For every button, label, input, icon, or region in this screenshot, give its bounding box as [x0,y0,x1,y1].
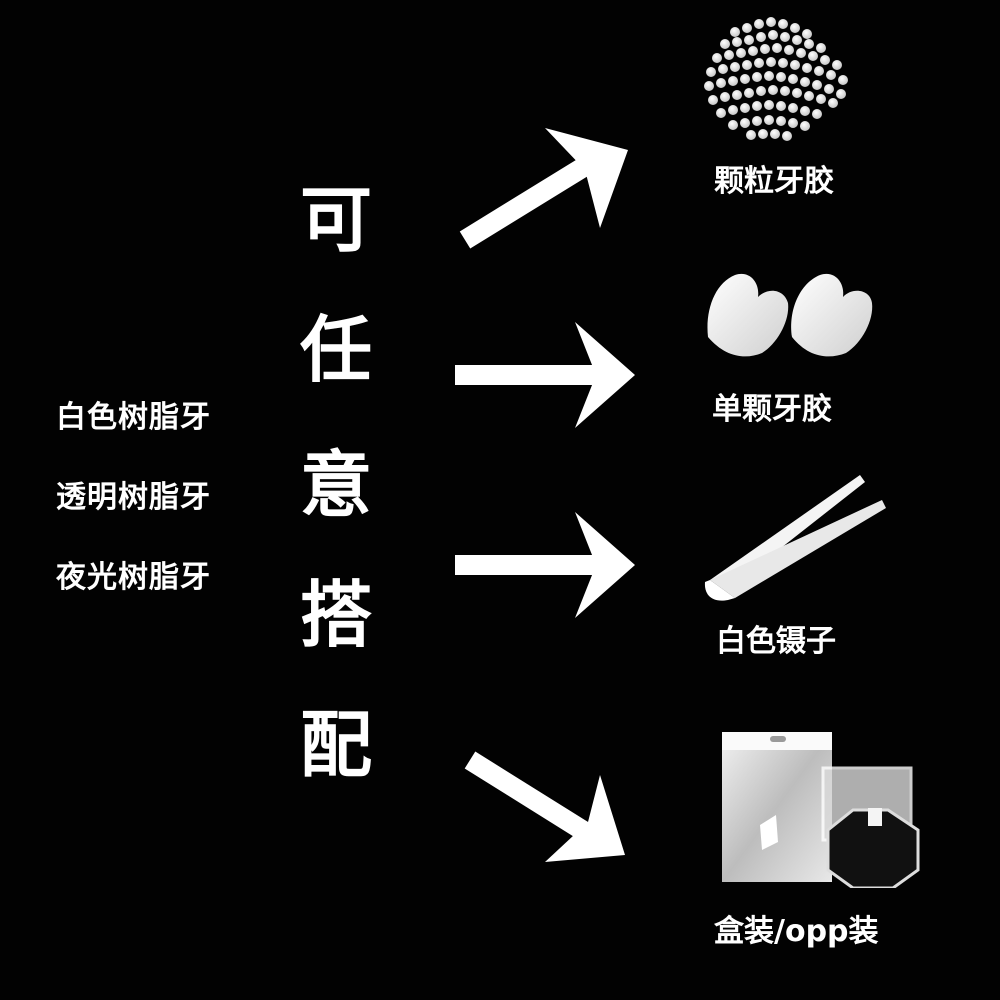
arrow-right-icon [455,322,635,428]
left-option-glow-resin: 夜光树脂牙 [56,560,211,595]
arrow-up-right-icon [459,128,628,249]
center-char-4: 搭 [299,573,372,657]
center-char-2: 任 [299,308,372,392]
product-label-packaging: 盒装/opp装 [714,914,879,949]
left-option-clear-resin: 透明树脂牙 [56,480,211,515]
product-label-single-mold: 单颗牙胶 [712,392,832,427]
product-label-pellets: 颗粒牙胶 [714,164,834,199]
arrow-down-right-icon [464,751,625,862]
white-tweezers-icon [700,470,890,610]
pellet-beads-icon [695,10,855,145]
product-label-tweezers: 白色镊子 [716,624,836,659]
single-tooth-mold-icon [700,265,875,365]
box-and-opp-bag-icon [718,730,950,890]
center-char-5: 配 [299,703,372,787]
left-option-white-resin: 白色树脂牙 [56,400,211,435]
center-char-3: 意 [299,443,372,527]
center-char-1: 可 [299,178,372,262]
arrow-right-icon [455,512,635,618]
